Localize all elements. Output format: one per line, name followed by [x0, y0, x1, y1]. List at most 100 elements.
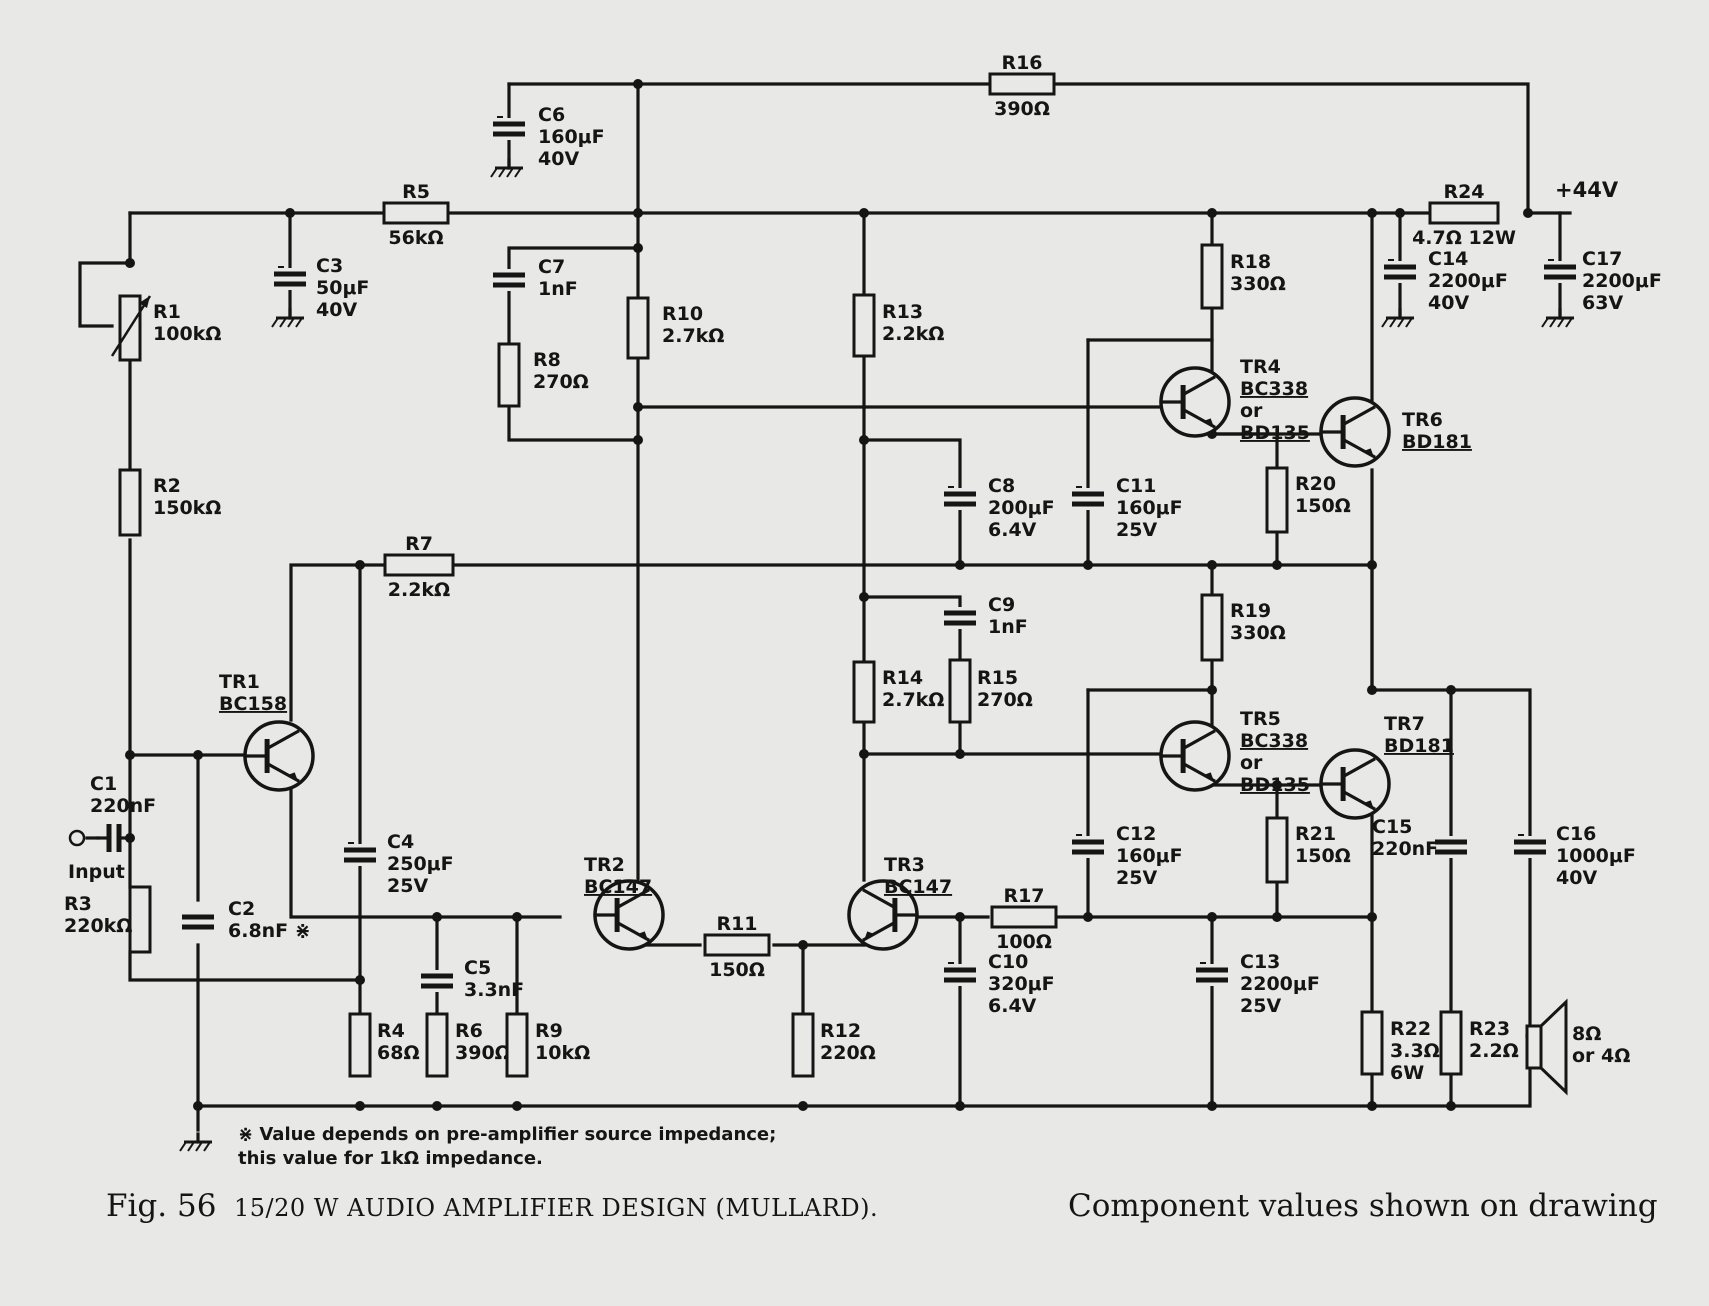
label-c8-line: C8	[988, 475, 1015, 497]
label-c9-line: 1nF	[988, 616, 1028, 638]
pot-slash	[110, 295, 152, 357]
label-tr4-line: BD135	[1240, 422, 1310, 444]
capacitor-gap	[1073, 488, 1103, 510]
ground-hatch	[490, 167, 498, 178]
junction-dot	[512, 912, 522, 922]
label-r11-name-line: R11	[716, 913, 757, 935]
resistor-r3	[128, 885, 152, 954]
footnote-line: ⋇ Value depends on pre-amplifier source …	[238, 1124, 776, 1145]
label-r9-line: R9	[535, 1020, 563, 1042]
junction-dot	[512, 1101, 522, 1111]
junction-dot	[1207, 685, 1217, 695]
junction-dot	[1207, 208, 1217, 218]
capacitor-c10	[944, 962, 976, 986]
label-c10-line: 320μF	[988, 973, 1055, 995]
input-label-line: Input	[68, 861, 125, 883]
label-tr1-line: TR1	[219, 671, 260, 693]
resistor-body	[1360, 1010, 1384, 1076]
transistor-arrow	[637, 931, 648, 940]
label-r5-value: 56kΩ	[388, 227, 443, 249]
label-r13-line: R13	[882, 301, 923, 323]
resistor-r24	[1428, 201, 1500, 225]
junction-dot	[1083, 560, 1093, 570]
resistor-body	[128, 885, 152, 954]
label-r21-line: R21	[1295, 823, 1336, 845]
junction-dot	[1272, 780, 1282, 790]
resistor-body	[1200, 593, 1224, 662]
transistor-arrow	[287, 772, 298, 781]
ground-hatch	[1541, 317, 1549, 328]
label-r7-name-line: R7	[405, 533, 433, 555]
label-r19-line: R19	[1230, 600, 1271, 622]
junction-dot	[955, 560, 965, 570]
capacitor-gap	[945, 488, 975, 510]
ground-hatch	[1557, 317, 1565, 328]
pot-arrowhead	[139, 296, 150, 308]
ground-hatch	[1381, 317, 1389, 328]
capacitor-gap	[1545, 261, 1575, 283]
label-r2-line: R2	[153, 475, 181, 497]
label-r22-line: 3.3Ω	[1390, 1040, 1440, 1062]
junction-dot	[1446, 685, 1456, 695]
junction-dot	[285, 208, 295, 218]
ground-hatch	[279, 317, 287, 328]
label-c16-line: C16	[1556, 823, 1596, 845]
junction-dot	[633, 243, 643, 253]
label-r17-value-line: 100Ω	[996, 931, 1052, 953]
junction-dot	[1207, 560, 1217, 570]
label-c6-line: 40V	[538, 148, 579, 170]
junction-dot	[859, 592, 869, 602]
label-r20-line: R20	[1295, 473, 1336, 495]
label-c5-line: 3.3nF	[464, 979, 524, 1001]
label-r12-line: 220Ω	[820, 1042, 876, 1064]
label-r24-value: 4.7Ω 12W	[1412, 227, 1516, 249]
wire	[862, 595, 962, 610]
label-c11-line: 160μF	[1116, 497, 1183, 519]
label-r14-line: R14	[882, 667, 923, 689]
resistor-body	[990, 905, 1058, 929]
resistor-body	[626, 296, 650, 360]
label-r21-line: 150Ω	[1295, 845, 1351, 867]
resistor-r18	[1200, 243, 1224, 310]
junction-dot	[1523, 208, 1533, 218]
junction-dot	[633, 435, 643, 445]
label-r4-line: 68Ω	[377, 1042, 420, 1064]
label-r8-line: 270Ω	[533, 371, 589, 393]
label-tr5-line: BD135	[1240, 774, 1310, 796]
capacitor-c17	[1544, 259, 1576, 283]
label-c1-line: 220nF	[90, 795, 156, 817]
resistor-r15	[948, 658, 972, 724]
ground-c3	[271, 308, 304, 328]
label-r14-line: 2.7kΩ	[882, 689, 944, 711]
label-r13-line: 2.2kΩ	[882, 323, 944, 345]
junction-dot	[355, 1101, 365, 1111]
label-c12-line: 160μF	[1116, 845, 1183, 867]
label-c2-line: 6.8nF ⋇	[228, 920, 311, 942]
potentiometer-arrow	[110, 295, 152, 357]
label-tr2-line: TR2	[584, 854, 625, 876]
ground-main	[179, 1132, 212, 1152]
capacitor-c6	[493, 116, 525, 140]
resistor-r13	[852, 293, 876, 358]
label-c4-line: 250μF	[387, 853, 454, 875]
label-tr7-line: TR7	[1384, 713, 1425, 735]
resistor-r2	[118, 468, 142, 537]
wire	[862, 438, 962, 490]
label-r1-line: 100kΩ	[153, 323, 221, 345]
junction-dot	[955, 912, 965, 922]
label-r8-line: R8	[533, 349, 561, 371]
label-r4-line: R4	[377, 1020, 405, 1042]
junction-dot	[1395, 208, 1405, 218]
label-tr3-line: TR3	[884, 854, 925, 876]
